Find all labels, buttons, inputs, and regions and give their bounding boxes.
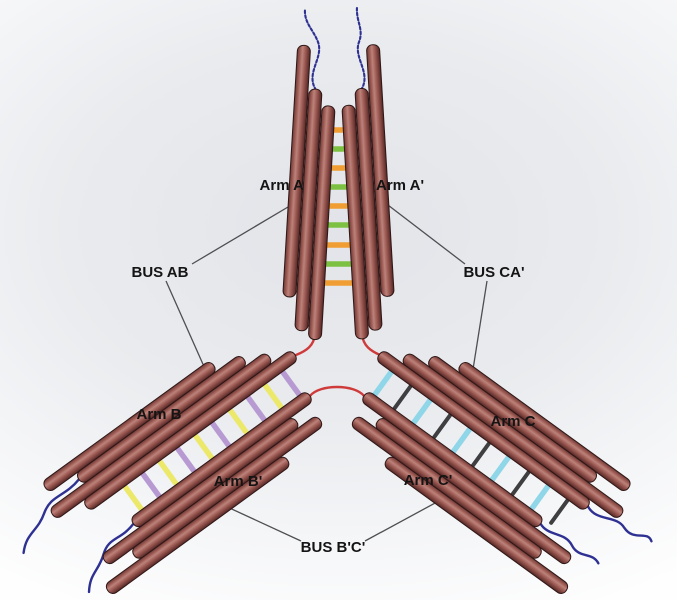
arm-a-prime-helix-bundle xyxy=(341,44,395,340)
junction-scaffold-strands xyxy=(294,332,382,398)
ssdna-overhang xyxy=(22,478,81,555)
dna-helix-rod xyxy=(282,44,311,298)
dna-helix-rod xyxy=(84,351,297,510)
dna-helix-rod xyxy=(366,44,395,297)
ssdna-overhang xyxy=(355,5,366,92)
ssdna-overhang xyxy=(303,7,321,92)
label-bus-ca-prime: BUS CA' xyxy=(463,264,524,281)
crossover-rung xyxy=(450,426,473,455)
crossover-rung xyxy=(227,407,250,436)
label-arm-b-prime: Arm B' xyxy=(214,473,263,490)
crossover-rung xyxy=(549,498,570,525)
label-arm-a: Arm A xyxy=(260,177,305,194)
ssdna-overhang xyxy=(586,505,653,543)
crossover-rung xyxy=(209,420,232,449)
dna-helix-rod xyxy=(354,87,383,331)
label-arm-c-prime: Arm C' xyxy=(404,472,453,489)
scaffold-strand xyxy=(308,385,366,398)
label-arm-a-prime: Arm A' xyxy=(376,177,424,194)
crossover-rung xyxy=(410,397,433,426)
crossover-rung xyxy=(157,458,180,487)
crossover-rung xyxy=(470,441,492,468)
leader-line xyxy=(383,201,466,265)
crossover-rung xyxy=(262,382,285,411)
crossover-rung xyxy=(510,469,531,497)
crossover-rung xyxy=(431,412,453,440)
dna-helix-rod xyxy=(308,105,336,341)
crossover-rung xyxy=(140,470,163,500)
crossover-rung xyxy=(528,483,551,512)
crossover-rung xyxy=(174,445,197,474)
leader-line xyxy=(191,206,289,265)
label-arm-b: Arm B xyxy=(136,406,181,423)
label-bus-bc-prime: BUS B'C' xyxy=(301,539,366,556)
arm-a-assembly xyxy=(282,5,395,341)
arm-c-assembly xyxy=(351,351,653,594)
crossover-rung xyxy=(489,454,512,483)
dna-helix-rod xyxy=(294,88,323,332)
crossover-rung xyxy=(192,432,215,461)
leader-lines xyxy=(165,201,488,542)
crossover-rung xyxy=(122,483,145,513)
crossover-rung xyxy=(245,394,268,423)
dna-helix-rod xyxy=(105,456,290,594)
dna-helix-rod xyxy=(377,351,590,510)
label-arm-c: Arm C xyxy=(490,413,535,430)
crossover-rung xyxy=(372,369,394,398)
crossover-rung xyxy=(280,369,302,398)
ssdna-overhang xyxy=(539,522,600,565)
crossover-rung xyxy=(392,384,413,411)
dna-helix-rod xyxy=(341,104,369,340)
dna-helix-rod xyxy=(384,456,569,594)
label-bus-ab: BUS AB xyxy=(132,264,189,281)
figure-labels: Arm A Arm A' BUS AB BUS CA' Arm B Arm B'… xyxy=(132,177,536,556)
arm-a-helix-bundle xyxy=(282,44,336,341)
arm-b-assembly xyxy=(22,351,323,594)
